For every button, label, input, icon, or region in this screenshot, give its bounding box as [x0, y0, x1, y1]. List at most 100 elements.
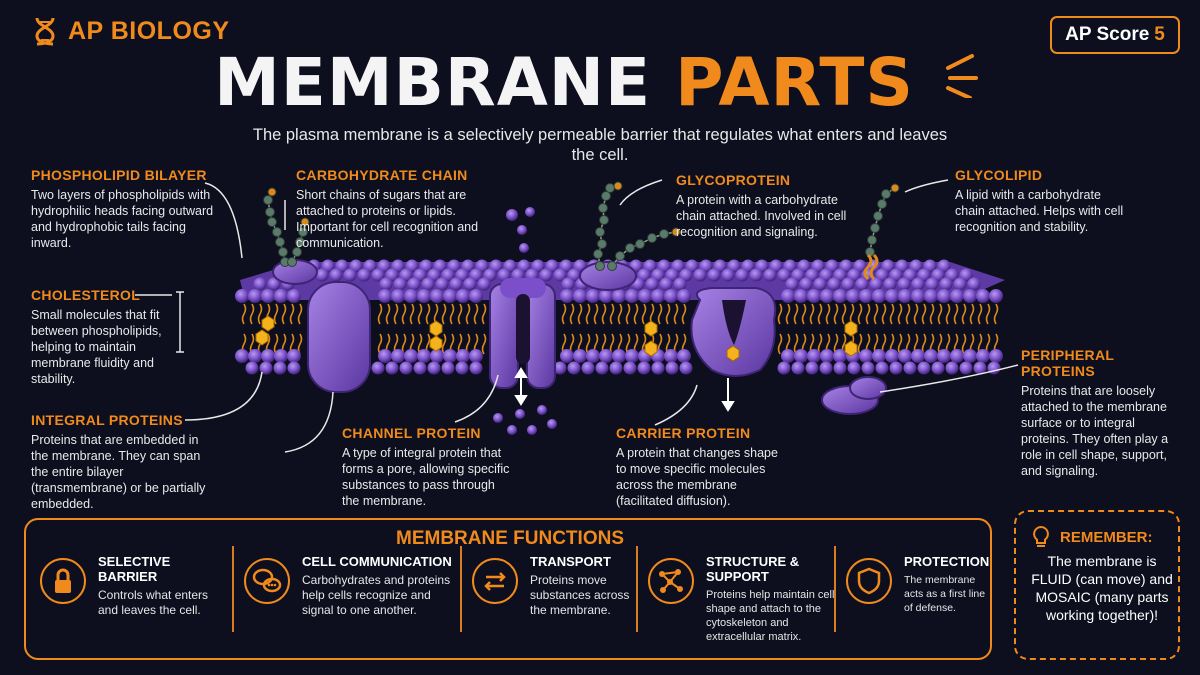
phospholipid-head [560, 289, 574, 303]
phospholipid-head [625, 289, 639, 303]
lipid-tail [777, 303, 783, 355]
phospholipid-head [665, 361, 679, 375]
phospholipid-head [421, 277, 435, 291]
callout-text: Proteins that are embedded in the membra… [31, 433, 206, 511]
callout-text: A protein with a carbohydrate chain atta… [676, 193, 847, 239]
lipid-tail [289, 303, 295, 355]
lipid-tail [681, 303, 687, 355]
phospholipid-head [959, 361, 973, 375]
lipid-tail [481, 303, 487, 355]
phospholipid-head [561, 277, 575, 291]
sugar-bead [873, 211, 883, 221]
phospholipid-head [287, 361, 301, 375]
lipid-tail [417, 303, 423, 355]
phospholipid-head [371, 361, 385, 375]
lipid-tail [825, 303, 831, 355]
sugar-bead [597, 239, 607, 249]
phospholipid-head [872, 349, 886, 363]
lipid-tail [881, 303, 887, 355]
phospholipid-head [989, 289, 1003, 303]
phospholipid-head [553, 268, 567, 282]
phospholipid-head [651, 361, 665, 375]
phospholipid-head [950, 289, 964, 303]
sugar-bead [300, 217, 310, 227]
subtitle: The plasma membrane is a selectively per… [252, 126, 948, 164]
phospholipid-head [820, 349, 834, 363]
lipid-tail [937, 303, 943, 355]
callout-text: Small molecules that fit between phospho… [31, 308, 162, 386]
function-desc: Carbohydrates and proteins help cells re… [302, 573, 451, 617]
phospholipid-head [267, 277, 281, 291]
lipid-tail [897, 303, 903, 355]
brand-label: AP BIOLOGY [68, 16, 230, 45]
phospholipid-head [924, 349, 938, 363]
lipid-tail [889, 303, 895, 355]
shield-icon [846, 558, 892, 604]
callout-text: Two layers of phospholipids with hydroph… [31, 188, 214, 250]
phospholipid-head [427, 361, 441, 375]
lipid-tail [913, 303, 919, 355]
remember-title: REMEMBER: [1060, 528, 1153, 546]
phospholipid-head [859, 289, 873, 303]
phospholipid-head [869, 277, 883, 291]
lipid-tail [809, 303, 815, 355]
phospholipid-head [875, 361, 889, 375]
phospholipid-head [664, 289, 678, 303]
phospholipid-head [378, 289, 392, 303]
function-desc: Proteins move substances across the memb… [530, 573, 630, 617]
sugar-bead [595, 227, 605, 237]
phospholipid-head [417, 349, 431, 363]
phospholipid-head [560, 349, 574, 363]
lipid-tail [793, 303, 799, 355]
remember-text: The membrane is FLUID (can move) and MOS… [1031, 553, 1173, 623]
carrier-protein [690, 287, 777, 377]
lipid-tail [633, 303, 639, 355]
divider [834, 546, 836, 632]
lipid-tail [801, 303, 807, 355]
phospholipid-head [357, 268, 371, 282]
phospholipid-head [885, 349, 899, 363]
phospholipid-head [235, 289, 249, 303]
function-transport: TRANSPORT Proteins move substances acros… [472, 554, 652, 654]
phospholipid-head [343, 268, 357, 282]
phospholipid-head [883, 277, 897, 291]
score-value: 5 [1154, 24, 1165, 45]
lipid-tail [377, 303, 383, 355]
function-structure-support: STRUCTURE & SUPPORT Proteins help mainta… [648, 554, 848, 654]
lipid-tail [785, 303, 791, 355]
remember-header: REMEMBER: [1030, 524, 1153, 550]
phospholipid-head [623, 361, 637, 375]
phospholipid-head [248, 349, 262, 363]
function-cell-communication: CELL COMMUNICATION Carbohydrates and pro… [244, 554, 464, 654]
phospholipid-head [937, 289, 951, 303]
lipid-tail [441, 303, 447, 355]
callout-text: Proteins that are loosely attached to th… [1021, 384, 1169, 478]
score-label: AP Score [1065, 24, 1150, 45]
callout-carrier-protein: CARRIER PROTEIN A protein that changes s… [616, 425, 786, 509]
sugar-bead [870, 223, 880, 233]
ap-score-badge: AP Score 5 [1050, 16, 1180, 54]
lipid-tail [969, 303, 975, 355]
title-part-2: PARTS [675, 44, 914, 121]
lipid-tail [617, 303, 623, 355]
callout-label: CARBOHYDRATE CHAIN [296, 167, 468, 183]
phospholipid-head [847, 361, 861, 375]
function-desc: Controls what enters and leaves the cell… [98, 588, 209, 617]
callout-text: A lipid with a carbohydrate chain attach… [955, 188, 1124, 234]
phospholipid-head [599, 349, 613, 363]
phospholipid-head [673, 277, 687, 291]
phospholipid-head [924, 289, 938, 303]
lipid-tail [833, 303, 839, 355]
channel-protein [489, 278, 556, 389]
lipid-tail [449, 303, 455, 355]
phospholipid-head [261, 349, 275, 363]
lipid-tail [409, 303, 415, 355]
sugar-bead [295, 237, 305, 247]
phospholipid-head [329, 268, 343, 282]
phospholipid-head [391, 349, 405, 363]
sugar-bead [593, 249, 603, 259]
callout-label: GLYCOLIPID [955, 167, 1043, 183]
phospholipid-head [931, 361, 945, 375]
phospholipid-head [417, 289, 431, 303]
phospholipid-head [973, 361, 987, 375]
